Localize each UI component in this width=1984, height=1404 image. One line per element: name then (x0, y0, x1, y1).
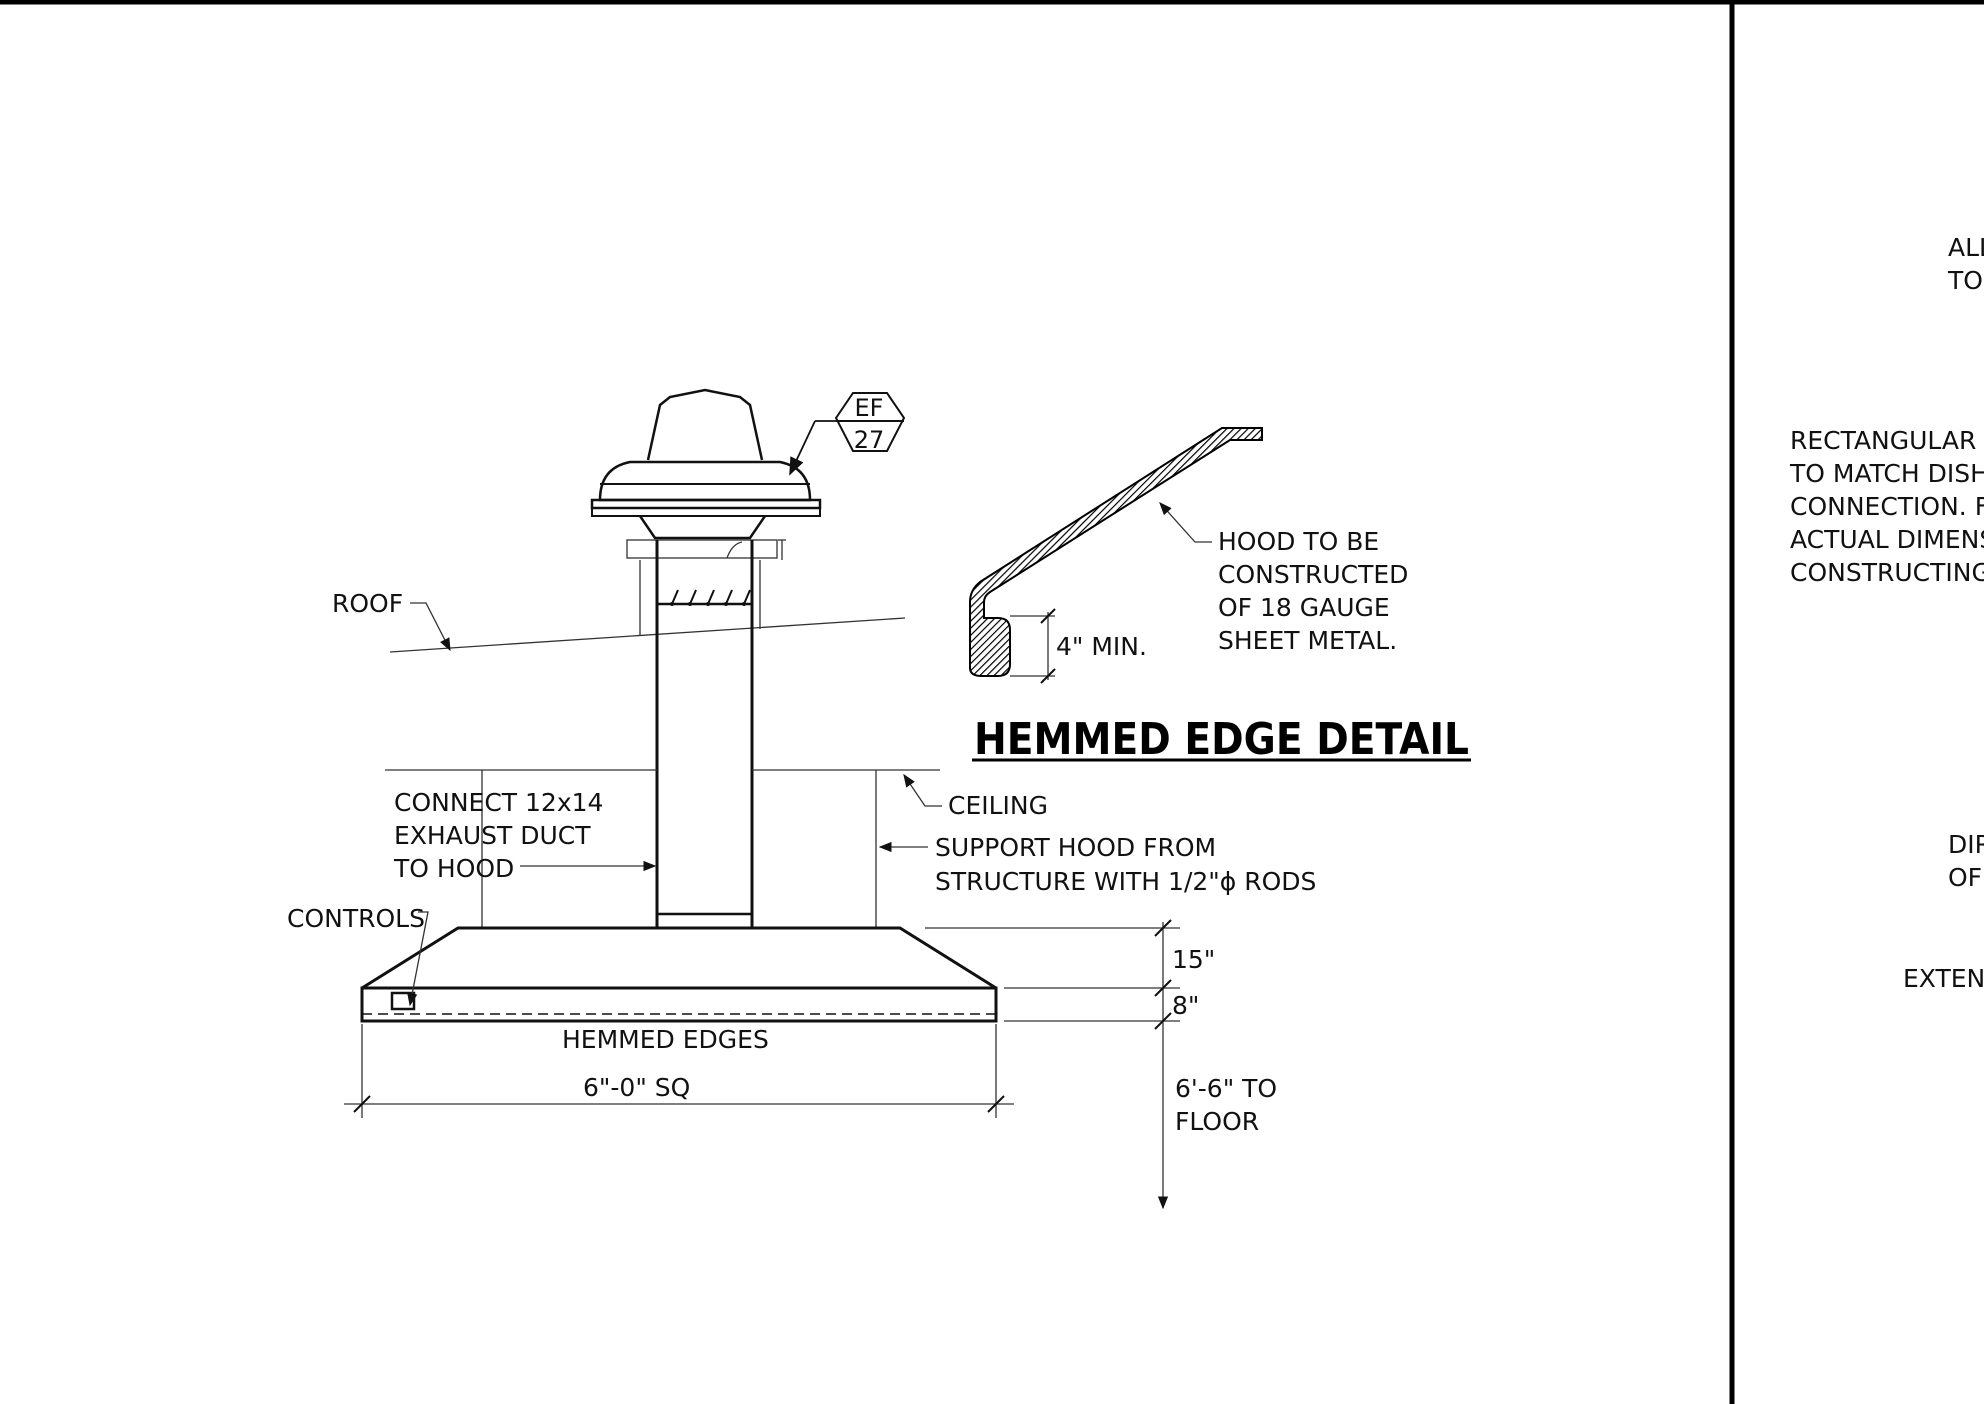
hem-min-label: 4" MIN. (1056, 632, 1147, 661)
hemmed-edges-label: HEMMED EDGES (562, 1025, 769, 1054)
connect-duct-note: CONNECT 12x14 EXHAUST DUCT TO HOOD (393, 788, 657, 883)
hood-note-line-2: CONSTRUCTED (1218, 560, 1408, 589)
right-note-b-line-3: CONNECTION. FI (1790, 492, 1984, 521)
support-note-line-2: STRUCTURE WITH 1/2"ϕ RODS (935, 867, 1316, 896)
hood-note-line-4: SHEET METAL. (1218, 626, 1397, 655)
fan-tag-top: EF (855, 394, 884, 422)
hem-sheet-profile (969, 427, 1263, 677)
hood-construction-note: HOOD TO BE CONSTRUCTED OF 18 GAUGE SHEET… (1159, 502, 1408, 655)
controls-label: CONTROLS (287, 904, 425, 933)
right-note-b-line-2: TO MATCH DISH (1789, 459, 1984, 488)
right-note-b-line-5: CONSTRUCTING (1790, 558, 1984, 587)
hood-height-dimension: 15" (1172, 945, 1215, 974)
right-panel-notes: ALL TO RECTANGULAR D TO MATCH DISH CONNE… (1789, 233, 1984, 993)
detail-title: HEMMED EDGE DETAIL (974, 714, 1469, 765)
connect-note-line-2: EXHAUST DUCT (394, 821, 591, 850)
right-note-a-line-2: TO (1947, 266, 1983, 295)
width-dimension: 6"-0" SQ (344, 1024, 1014, 1118)
hem-height-dimension: 8" (1172, 991, 1199, 1020)
kitchen-hood (360, 926, 998, 1023)
right-note-b-line-1: RECTANGULAR D (1790, 426, 1984, 455)
connect-note-line-1: CONNECT 12x14 (394, 788, 603, 817)
hood-note-line-1: HOOD TO BE (1218, 527, 1379, 556)
hemmed-edge-detail: 4" MIN. HOOD TO BE CONSTRUCTED OF 18 GAU… (969, 427, 1471, 765)
support-hood-note: SUPPORT HOOD FROM STRUCTURE WITH 1/2"ϕ R… (878, 833, 1316, 896)
roof-line (389, 617, 906, 653)
to-floor-dimension-line-1: 6'-6" TO (1175, 1074, 1277, 1103)
right-note-c-line-2: OF (1948, 863, 1982, 892)
height-dimensions: 15" 8" 6'-6" TO FLOOR (925, 919, 1277, 1210)
exhaust-duct (655, 540, 754, 928)
connect-note-line-3: TO HOOD (393, 854, 514, 883)
right-note-b-line-4: ACTUAL DIMENS (1790, 525, 1984, 554)
right-note-a-line-1: ALL (1948, 233, 1984, 262)
hood-note-line-3: OF 18 GAUGE (1218, 593, 1390, 622)
right-note-d-line-1: EXTEND (1903, 964, 1984, 993)
fan-tag: EF 27 (789, 392, 906, 476)
exhaust-fan (590, 388, 822, 560)
right-note-c-line-1: DIR (1948, 830, 1984, 859)
roof-label: ROOF (332, 589, 403, 618)
support-note-line-1: SUPPORT HOOD FROM (935, 833, 1216, 862)
to-floor-dimension-line-2: FLOOR (1175, 1107, 1259, 1136)
width-dimension-text: 6"-0" SQ (583, 1073, 690, 1102)
fan-tag-bottom: 27 (854, 426, 885, 454)
hood-section-view: EF 27 ROOF (287, 388, 1316, 1210)
ceiling-label: CEILING (948, 791, 1048, 820)
